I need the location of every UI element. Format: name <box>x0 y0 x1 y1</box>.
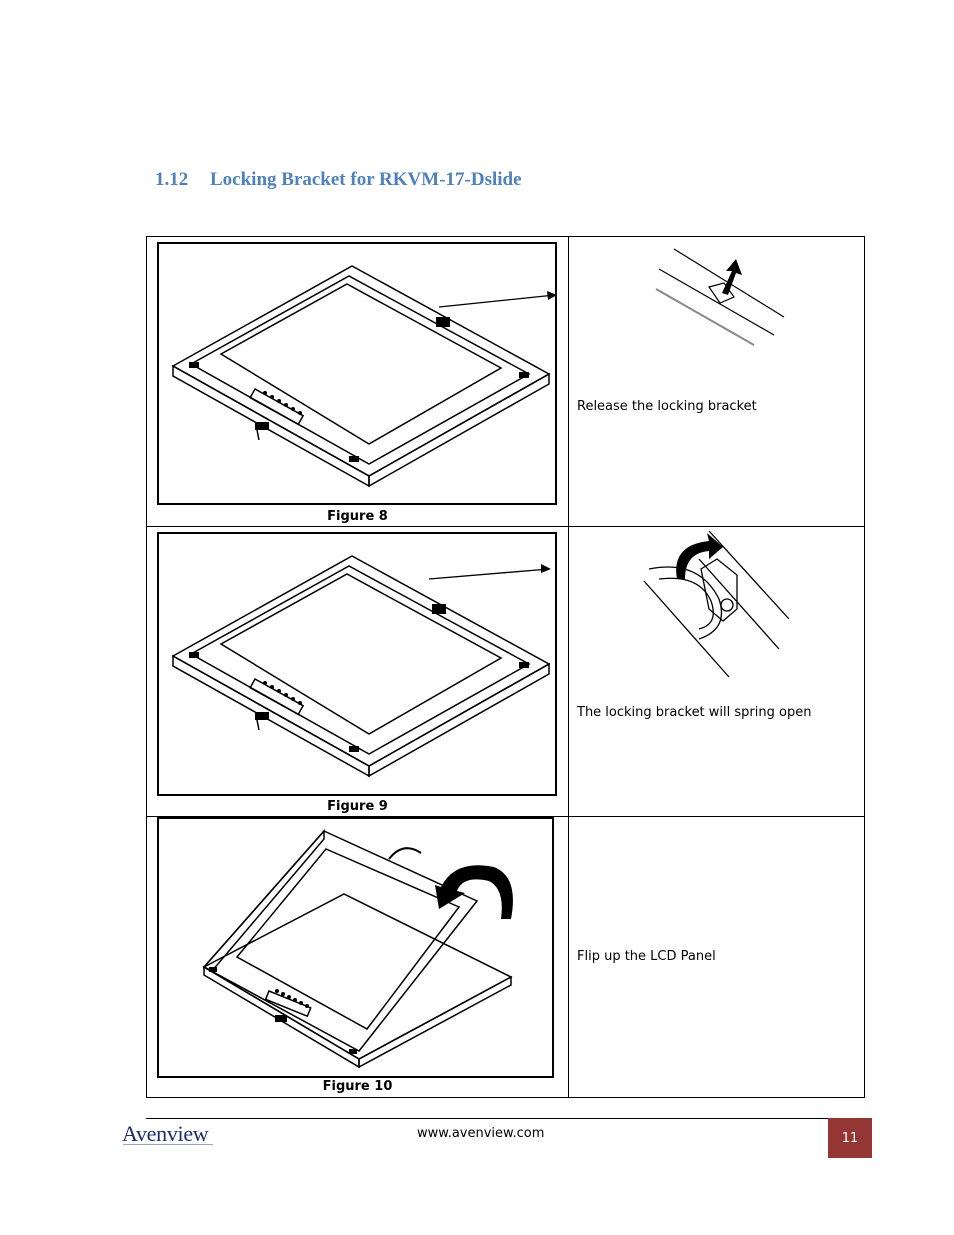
avenview-logo: Avenview <box>122 1121 209 1146</box>
figure-10-caption: Figure 10 <box>322 1079 393 1094</box>
text-cell: The locking bracket will spring open <box>568 526 865 817</box>
figure-8-pointer-arrow <box>438 291 557 308</box>
section-title: Locking Bracket for RKVM-17-Dslide <box>210 169 522 190</box>
figure-8-frame <box>157 242 557 505</box>
figure-10-frame <box>157 817 554 1078</box>
page-number-badge: 11 <box>828 1118 872 1158</box>
figure-9-frame <box>157 532 557 796</box>
curved-arrow-icon <box>676 533 723 579</box>
step-row: Figure 10 Flip up the LCD Panel <box>146 816 865 1098</box>
monitor-bracket-open-drawing <box>171 555 551 778</box>
page-number: 11 <box>841 1130 859 1146</box>
figure-9-caption: Figure 9 <box>327 799 388 814</box>
bracket-release-detail <box>655 248 785 346</box>
figure-9-pointer-arrow <box>428 564 551 580</box>
step-row: Figure 8 Release the locking bracket <box>146 236 865 527</box>
up-arrow-icon <box>722 259 742 295</box>
section-number: 1.12 <box>155 169 189 190</box>
steps-table: Figure 8 Release the locking bracket <box>146 236 865 1098</box>
bracket-spring-detail <box>643 530 790 678</box>
footer-url: www.avenview.com <box>417 1126 545 1141</box>
monitor-flipped-up-drawing <box>202 829 513 1069</box>
step-row: Figure 9 The locking bracket will spring… <box>146 526 865 817</box>
logo-underline <box>123 1144 213 1145</box>
step-text: Release the locking bracket <box>577 399 757 414</box>
figure-cell: Figure 9 <box>146 526 569 817</box>
footer-divider <box>146 1118 870 1119</box>
step-text: The locking bracket will spring open <box>577 705 812 720</box>
figure-cell: Figure 8 <box>146 236 569 527</box>
step-text: Flip up the LCD Panel <box>577 949 716 964</box>
text-cell: Release the locking bracket <box>568 236 865 527</box>
monitor-closed-drawing <box>171 265 551 488</box>
flip-up-arrow-icon <box>435 865 513 919</box>
figure-cell: Figure 10 <box>146 816 569 1098</box>
figure-8-caption: Figure 8 <box>327 509 388 524</box>
section-heading: 1.12 Locking Bracket for RKVM-17-Dslide <box>155 169 522 191</box>
text-cell: Flip up the LCD Panel <box>568 816 865 1098</box>
